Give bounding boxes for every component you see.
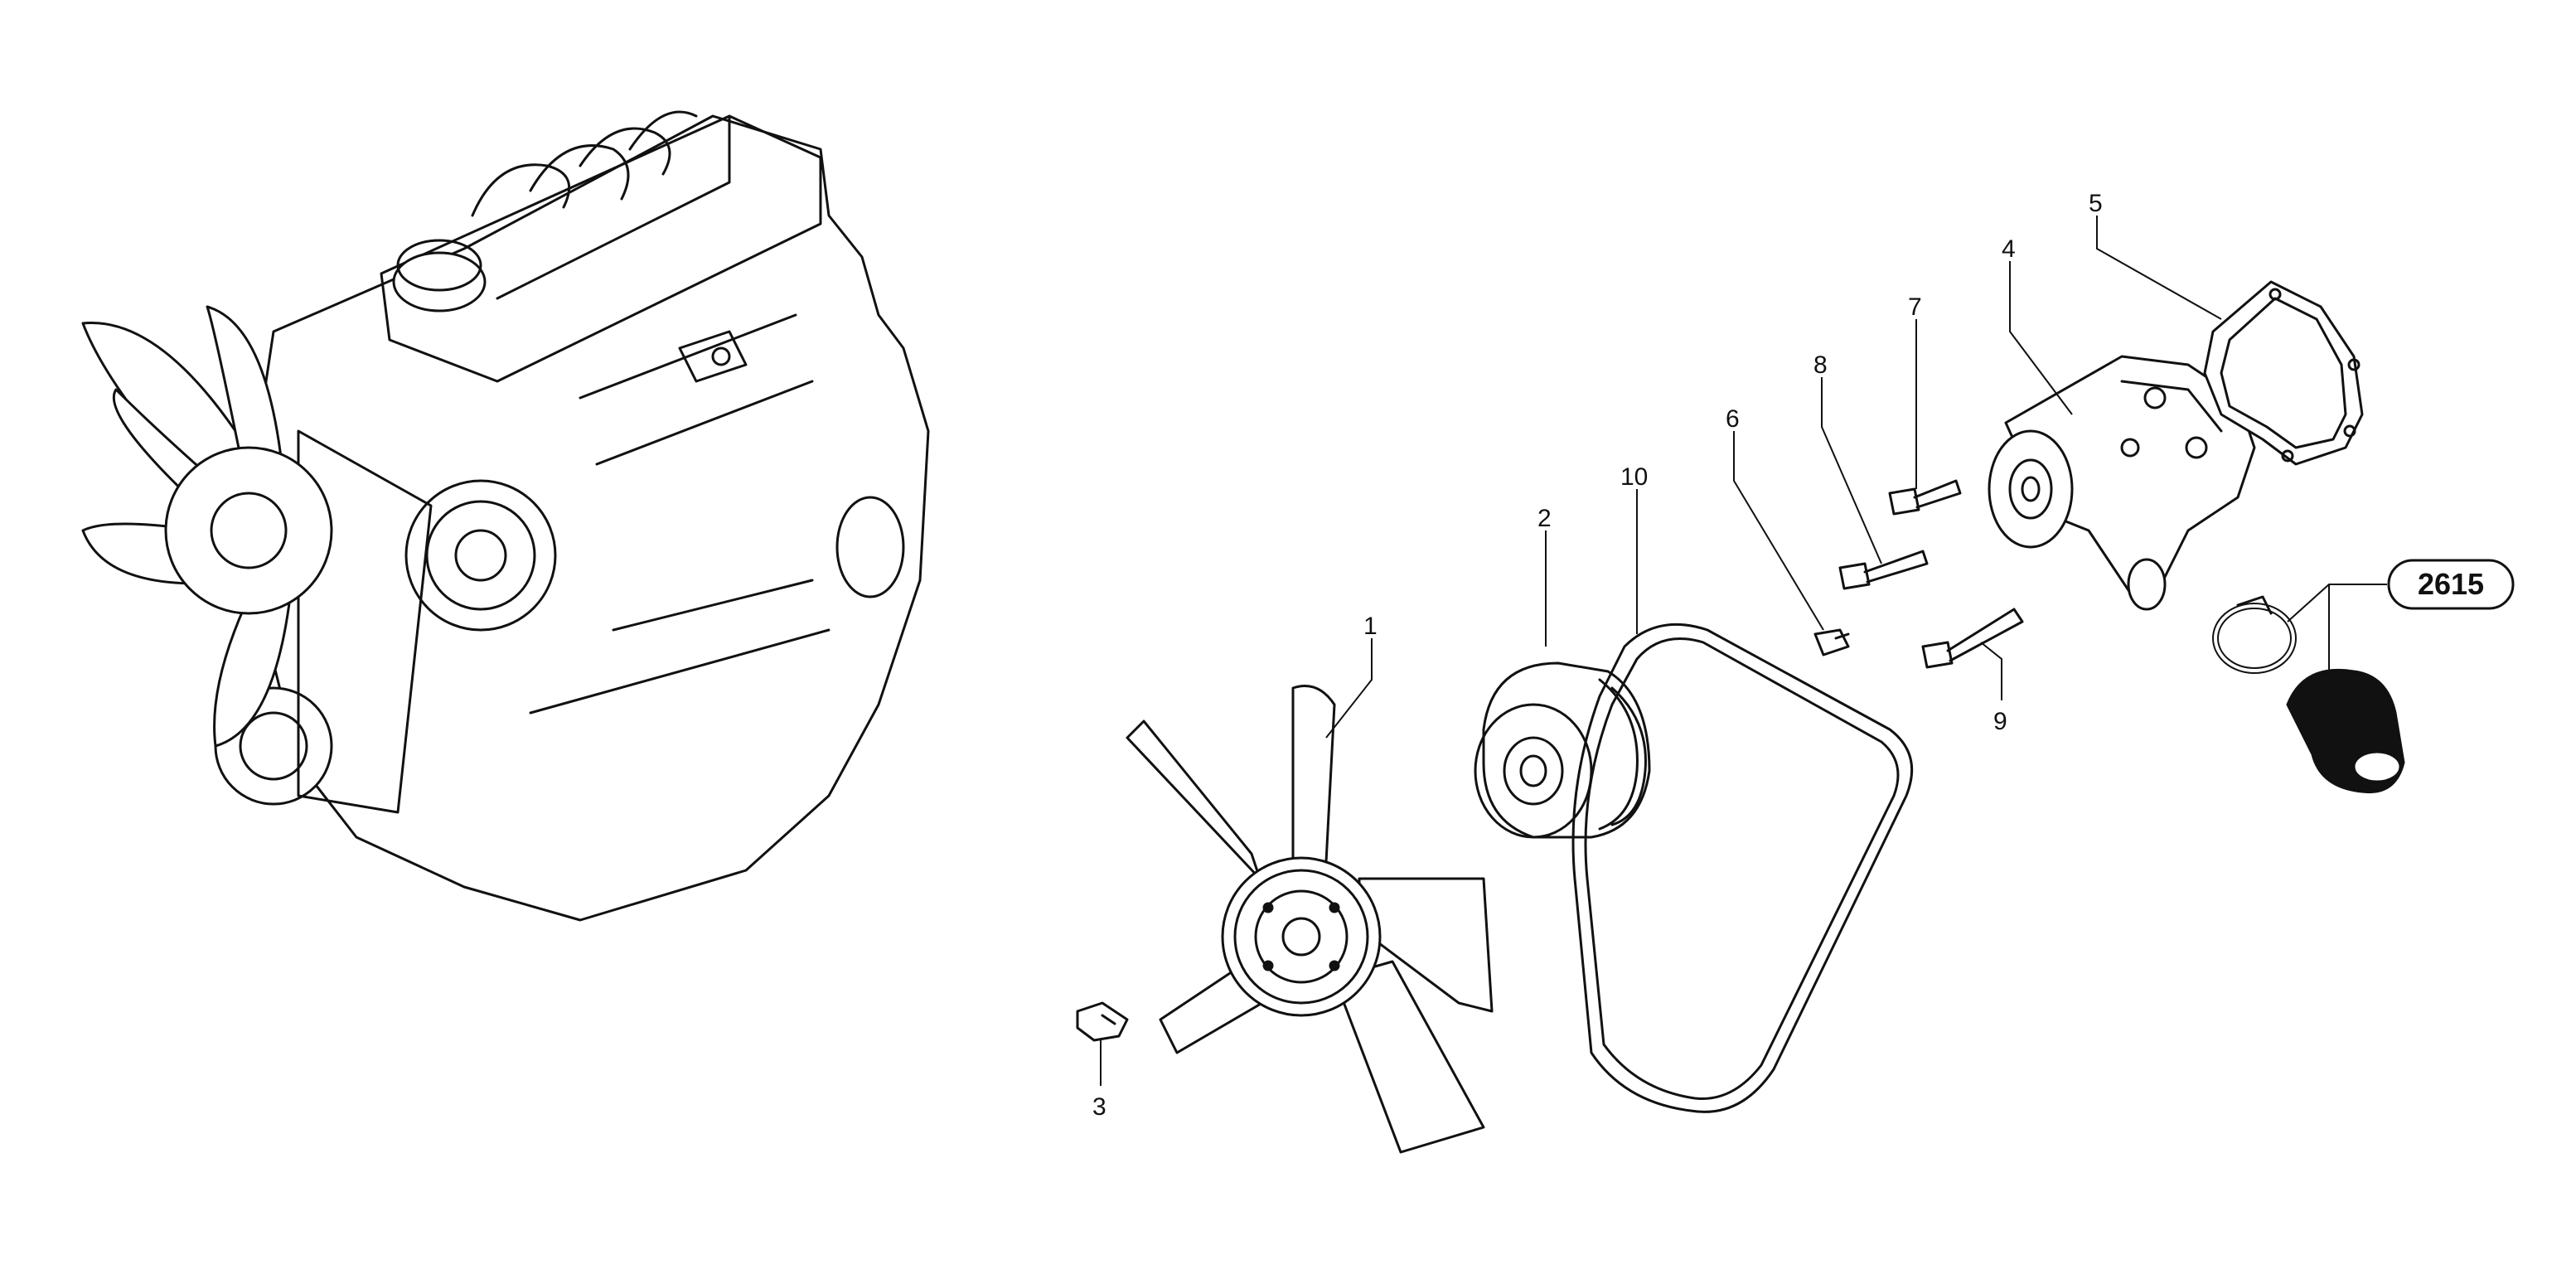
leader-lines [1100, 216, 2387, 1086]
reference-badge-label: 2615 [2418, 567, 2484, 601]
callout-2: 2 [1537, 505, 1552, 532]
hose-clamp [2212, 595, 2297, 674]
water-pump [1988, 355, 2256, 611]
callout-3: 3 [1092, 1093, 1106, 1121]
gasket [2203, 280, 2364, 466]
pulley [1474, 661, 1651, 839]
screw [1076, 1001, 1129, 1042]
engine-assembly-illustration [81, 110, 930, 922]
fan [1126, 685, 1494, 1154]
bolt-9 [1921, 608, 2024, 669]
callout-1: 1 [1363, 613, 1378, 640]
reference-badge[interactable]: 2615 [2387, 559, 2515, 610]
bolt-8 [1838, 550, 1929, 590]
callout-10: 10 [1620, 463, 1648, 491]
callout-8: 8 [1813, 351, 1828, 379]
callout-7: 7 [1908, 293, 1922, 321]
callout-labels: 1 2 3 4 5 6 7 8 9 10 [1092, 190, 2103, 1121]
callout-4: 4 [2002, 235, 2016, 263]
v-belt [1571, 623, 1914, 1113]
bolt-6 [1813, 628, 1850, 656]
bolt-7 [1888, 479, 1962, 516]
callout-6: 6 [1726, 405, 1740, 433]
callout-9: 9 [1993, 708, 2007, 735]
hose [2286, 668, 2405, 794]
callout-5: 5 [2089, 190, 2103, 217]
